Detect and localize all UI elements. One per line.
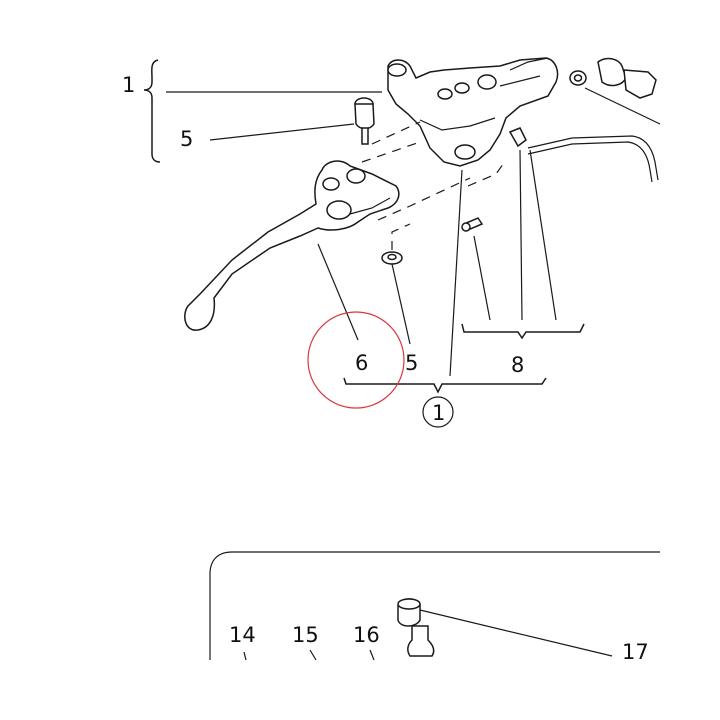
callout-17: 17: [622, 640, 649, 664]
callout-1-label: 1: [122, 73, 135, 97]
washer-right: [569, 70, 587, 86]
brake-switch-cable: [508, 127, 659, 183]
brace-item-8: [461, 323, 585, 340]
assembly-lines: [361, 121, 507, 250]
callout-6: 6: [355, 351, 368, 375]
brace-circled-1: [343, 377, 547, 394]
leader-lines: [166, 91, 557, 377]
callout-5-upper: 5: [180, 127, 193, 151]
brace-item-1: [143, 59, 161, 163]
inset-panel: [209, 551, 660, 660]
callout-1-circled: 1: [432, 401, 445, 425]
callout-1-circle: [422, 396, 454, 428]
bushing: [381, 251, 403, 265]
callout-16: 16: [353, 623, 380, 647]
callout-8: 8: [511, 353, 524, 377]
pivot-bolt: [354, 97, 375, 145]
switch-screw: [461, 217, 484, 232]
leader-right-edge: [584, 87, 661, 125]
braces: [143, 59, 585, 394]
rubber-plug: [397, 598, 435, 657]
brake-lever: [184, 160, 400, 331]
lever-bracket-housing: [387, 57, 657, 167]
lower-leaders: [243, 609, 613, 661]
callout-5-lower: 5: [405, 351, 418, 375]
callout-15: 15: [292, 623, 319, 647]
highlight-circle: [307, 311, 405, 409]
callout-14: 14: [229, 623, 256, 647]
